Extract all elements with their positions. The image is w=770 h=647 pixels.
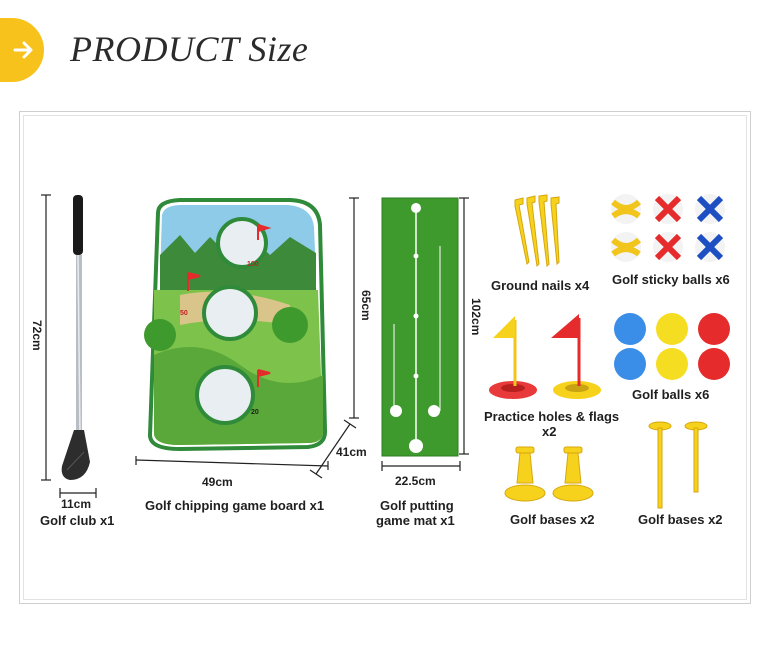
board-height-line bbox=[349, 197, 359, 419]
golf-bases-b-image bbox=[648, 421, 708, 509]
golf-club-image bbox=[41, 194, 90, 481]
arrow-right-icon bbox=[13, 41, 33, 59]
golf-balls-label: Golf balls x6 bbox=[632, 387, 710, 402]
board-width-dim: 49cm bbox=[202, 475, 233, 489]
golf-bases-b-label: Golf bases x2 bbox=[638, 512, 723, 527]
ground-nails-label: Ground nails x4 bbox=[491, 278, 590, 293]
mat-height-dim: 102cm bbox=[469, 298, 483, 336]
golf-bases-a-label: Golf bases x2 bbox=[510, 512, 595, 527]
practice-holes-image bbox=[489, 314, 601, 399]
golf-balls-image bbox=[614, 313, 730, 380]
mat-label-line2: game mat x1 bbox=[376, 513, 455, 528]
mat-width-line bbox=[381, 461, 461, 471]
board-label: Golf chipping game board x1 bbox=[145, 498, 325, 513]
chipping-board-image bbox=[144, 198, 328, 452]
board-hole-label-3: 20 bbox=[251, 409, 259, 416]
golf-bases-a-image bbox=[504, 446, 594, 502]
product-frame bbox=[19, 111, 751, 604]
board-hole-label-2: 50 bbox=[180, 310, 188, 317]
golf-club-width: 11cm bbox=[61, 497, 92, 511]
board-depth-dim: 41cm bbox=[336, 445, 367, 459]
board-width-line bbox=[135, 456, 329, 470]
golf-club-label: Golf club x1 bbox=[40, 513, 115, 528]
putting-mat-image bbox=[381, 197, 459, 457]
golf-club-height: 72cm bbox=[30, 320, 44, 351]
golf-club-width-line bbox=[59, 488, 97, 498]
practice-holes-label-line2: x2 bbox=[542, 424, 557, 439]
board-height-dim: 65cm bbox=[359, 290, 373, 321]
sticky-balls-label: Golf sticky balls x6 bbox=[612, 272, 730, 287]
sticky-balls-image bbox=[610, 194, 725, 262]
board-depth-line bbox=[309, 419, 357, 479]
page-title: PRODUCT Size bbox=[70, 29, 309, 69]
mat-width-dim: 22.5cm bbox=[395, 474, 436, 488]
practice-holes-label-line1: Practice holes & flags bbox=[484, 409, 620, 424]
ground-nails-image bbox=[514, 194, 560, 268]
board-hole-label-1: 100 bbox=[247, 261, 259, 268]
mat-height-line bbox=[459, 197, 469, 455]
mat-label-line1: Golf putting bbox=[380, 498, 454, 513]
